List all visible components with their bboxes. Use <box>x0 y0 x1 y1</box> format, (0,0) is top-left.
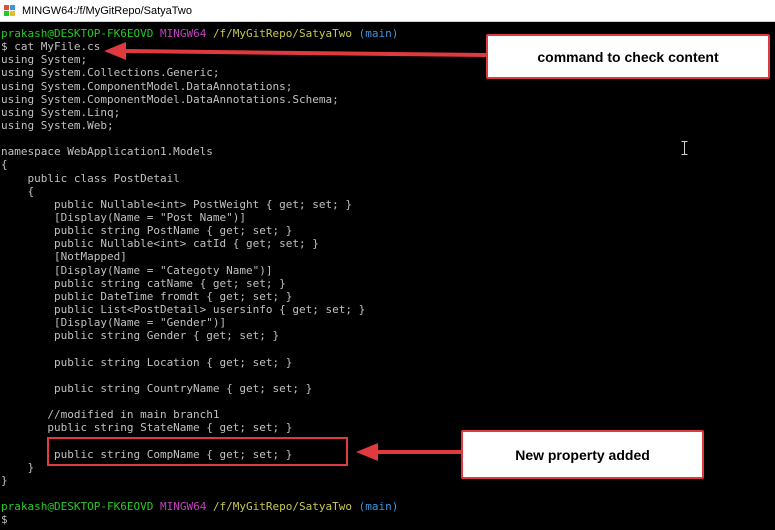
output-line: using System.ComponentModel.DataAnnotati… <box>1 79 293 93</box>
output-line: { <box>1 158 8 172</box>
prompt-system: MINGW64 <box>159 27 207 40</box>
output-line: using System; <box>1 53 88 67</box>
window-titlebar: MINGW64:/f/MyGitRepo/SatyaTwo <box>0 0 775 22</box>
property-arrow <box>356 443 461 461</box>
output-line: } <box>1 460 35 474</box>
output-line: public class PostDetail <box>1 171 180 185</box>
output-line: } <box>1 473 8 487</box>
output-line: public string StateName { get; set; } <box>1 421 293 435</box>
mouse-cursor-icon <box>681 141 688 155</box>
output-line: public string Location { get; set; } <box>1 355 293 369</box>
output-line: [NotMapped] <box>1 250 127 264</box>
output-line: public Nullable<int> catId { get; set; } <box>1 237 319 251</box>
prompt-user-host: prakash@DESKTOP-FK6EOVD <box>1 500 154 514</box>
git-bash-icon <box>4 4 16 17</box>
output-line: public string Gender { get; set; } <box>1 329 280 343</box>
output-line: public DateTime fromdt { get; set; } <box>1 289 293 303</box>
command-callout: command to check content <box>486 34 770 79</box>
command-arrow <box>104 42 487 60</box>
output-line: using System.Linq; <box>1 105 121 119</box>
property-callout: New property added <box>461 430 704 479</box>
output-line: public string CountryName { get; set; } <box>1 381 313 395</box>
output-line: [Display(Name = "Post Name")] <box>1 210 247 224</box>
command-line: $ cat MyFile.cs <box>1 40 101 54</box>
input-prompt[interactable]: $ <box>1 513 8 527</box>
output-line: namespace WebApplication1.Models <box>1 145 213 159</box>
output-line: public string CompName { get; set; } <box>1 447 293 461</box>
output-line: public List<PostDetail> usersinfo { get;… <box>1 302 366 316</box>
prompt-path: /f/MyGitRepo/SatyaTwo <box>212 500 353 514</box>
command-output: using System;using System.Collections.Ge… <box>1 53 771 500</box>
prompt-user-host: prakash@DESKTOP-FK6EOVD <box>1 27 154 40</box>
prompt-line: prakash@DESKTOP-FK6EOVD MINGW64 /f/MyGit… <box>1 27 771 40</box>
output-line: [Display(Name = "Gender")] <box>1 316 227 330</box>
output-line: using System.ComponentModel.DataAnnotati… <box>1 92 339 106</box>
prompt-branch: (main) <box>358 500 399 514</box>
output-line: //modified in main branch1 <box>1 408 220 422</box>
output-line: [Display(Name = "Categoty Name")] <box>1 263 273 277</box>
output-line: public string catName { get; set; } <box>1 276 286 290</box>
prompt-line-final: prakash@DESKTOP-FK6EOVD MINGW64 /f/MyGit… <box>1 500 771 513</box>
prompt-system: MINGW64 <box>159 500 207 514</box>
output-line: { <box>1 184 35 198</box>
output-line: public Nullable<int> PostWeight { get; s… <box>1 197 352 211</box>
output-line: public string PostName { get; set; } <box>1 224 293 238</box>
output-line: using System.Collections.Generic; <box>1 66 220 80</box>
prompt-branch: (main) <box>358 27 399 40</box>
prompt-path: /f/MyGitRepo/SatyaTwo <box>212 27 353 40</box>
output-line: using System.Web; <box>1 118 114 132</box>
window-title: MINGW64:/f/MyGitRepo/SatyaTwo <box>22 4 192 17</box>
new-property-highlight <box>47 437 348 466</box>
terminal-output[interactable]: prakash@DESKTOP-FK6EOVD MINGW64 /f/MyGit… <box>1 27 771 526</box>
